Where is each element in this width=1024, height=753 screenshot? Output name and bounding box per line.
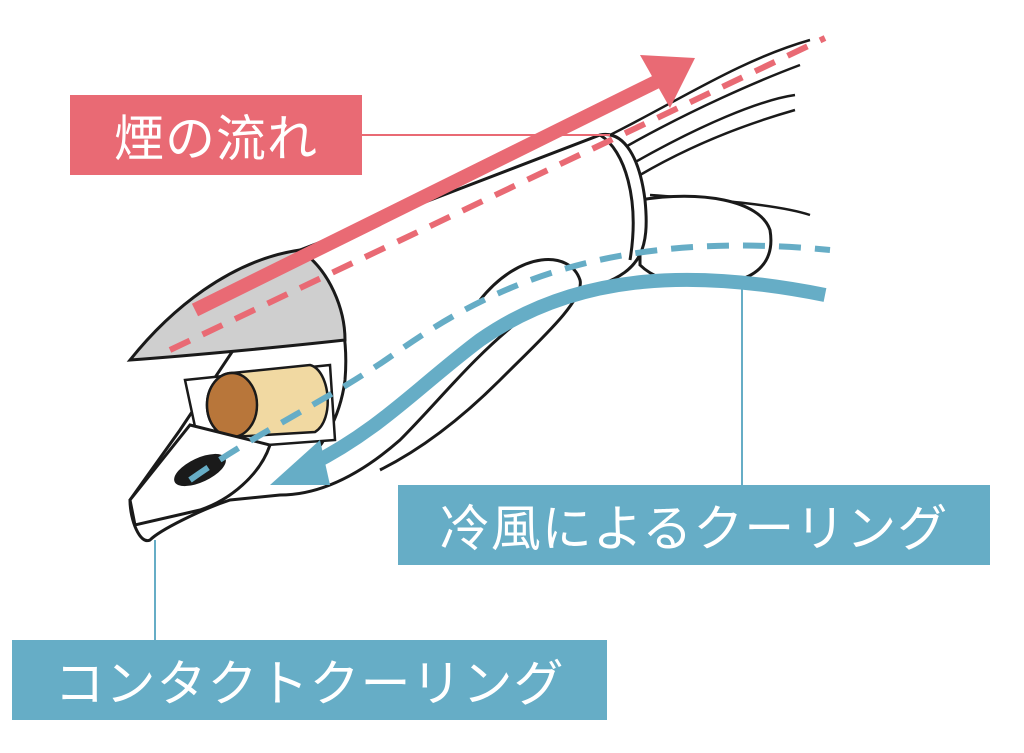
smoke-label-bg [70, 95, 362, 175]
cooling-arrow-shaft [306, 272, 827, 472]
smoke-dashed-line [168, 35, 827, 353]
contact-cooling-label: コンタクトクーリング [54, 655, 565, 713]
smoke-flow-label: 煙の流れ [114, 110, 318, 168]
cooling-dashed-line [188, 242, 831, 483]
cooling-arrow-head [270, 440, 330, 485]
smoke-arrow-shaft [191, 73, 664, 317]
contact-label-bg [12, 640, 607, 720]
cap [126, 248, 347, 362]
smoke-arrow-head [640, 55, 695, 108]
air-label-bg [398, 485, 990, 565]
air-cooling-label: 冷風によるクーリング [439, 500, 949, 558]
